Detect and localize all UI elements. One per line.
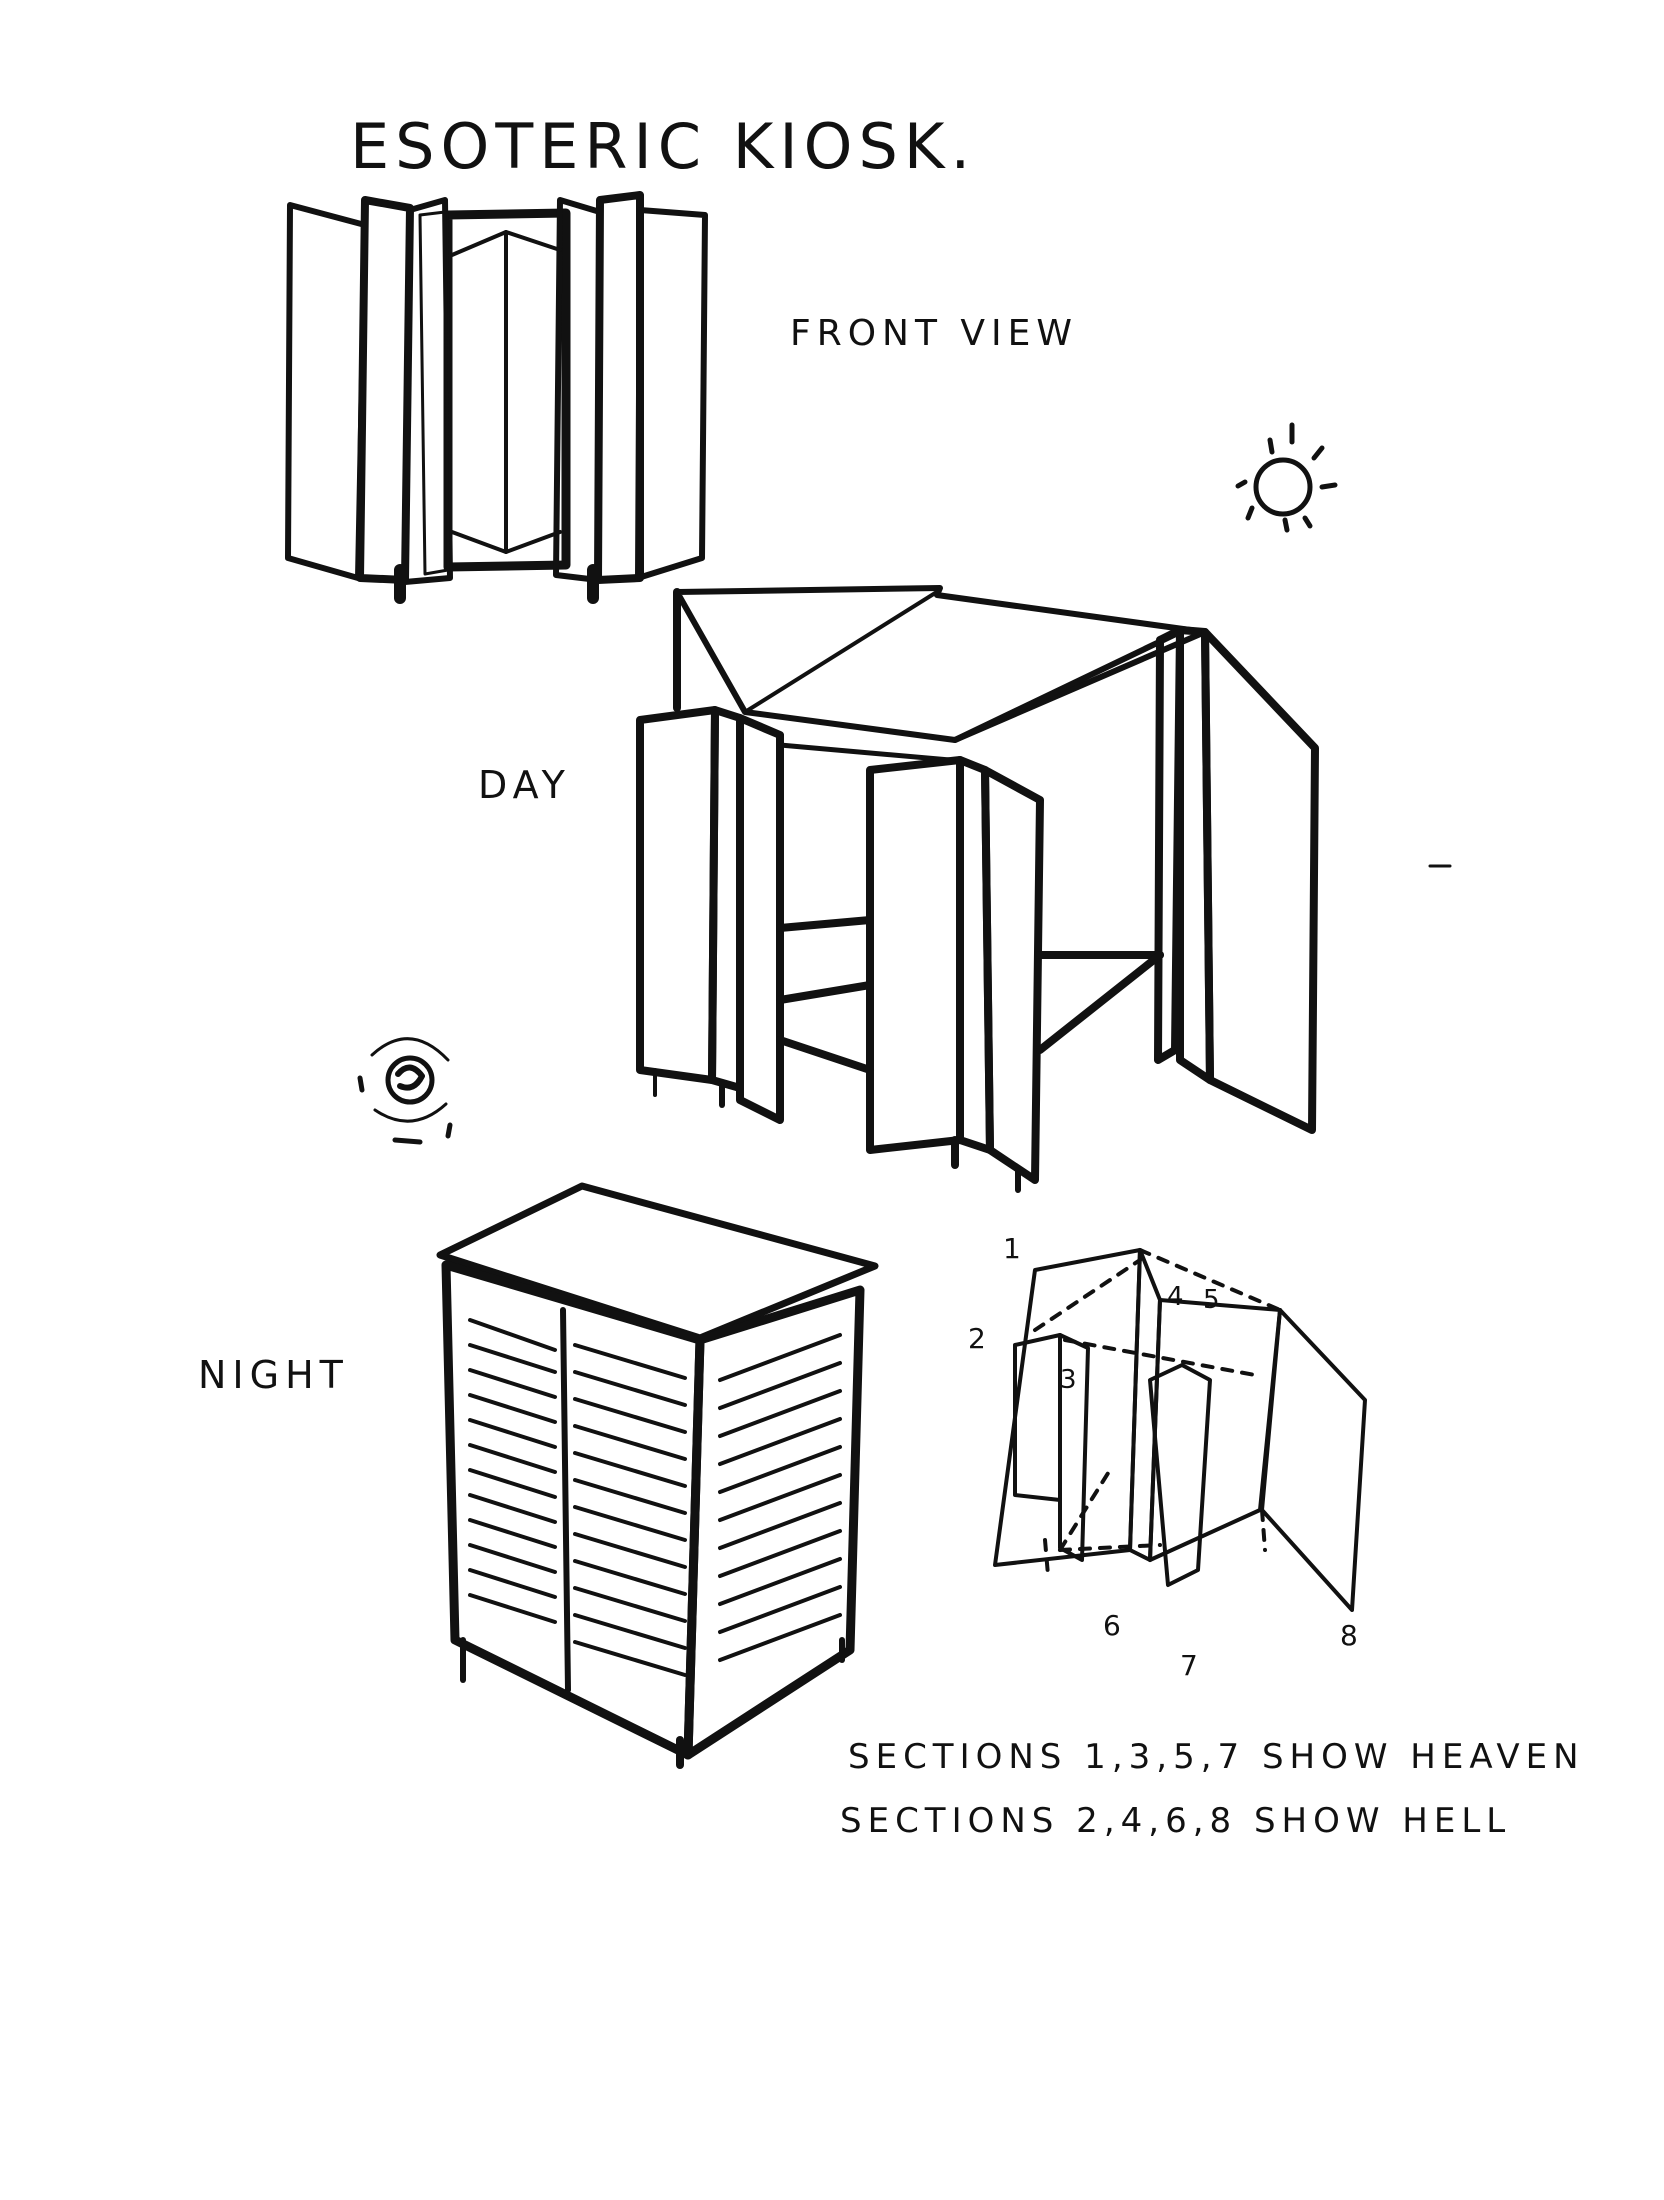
section-number-5: 5 (1203, 1285, 1226, 1315)
section-number-8: 8 (1340, 1619, 1364, 1652)
sections-diagram (993, 1248, 1367, 1612)
front-view-drawing (285, 191, 708, 604)
night-view-drawing (436, 1182, 879, 1769)
front-view-label: FRONT VIEW (790, 313, 1078, 354)
sections-heaven-note: SECTIONS 1,3,5,7 SHOW HEAVEN (848, 1737, 1585, 1777)
night-label: NIGHT (198, 1353, 349, 1397)
section-number-1: 1 (1003, 1232, 1027, 1265)
page-title: ESOTERIC KIOSK. (350, 110, 976, 183)
section-number-7: 7 (1180, 1649, 1204, 1682)
day-view-drawing (636, 585, 1319, 1193)
section-number-4: 4 (1167, 1282, 1190, 1312)
day-label: DAY (478, 763, 571, 807)
swirl-moon-icon (357, 1037, 453, 1145)
section-number-3: 3 (1060, 1365, 1083, 1395)
sections-hell-note: SECTIONS 2,4,6,8 SHOW HELL (840, 1801, 1511, 1841)
section-number-6: 6 (1103, 1609, 1127, 1642)
section-number-2: 2 (968, 1322, 992, 1355)
sun-icon (1235, 422, 1338, 533)
